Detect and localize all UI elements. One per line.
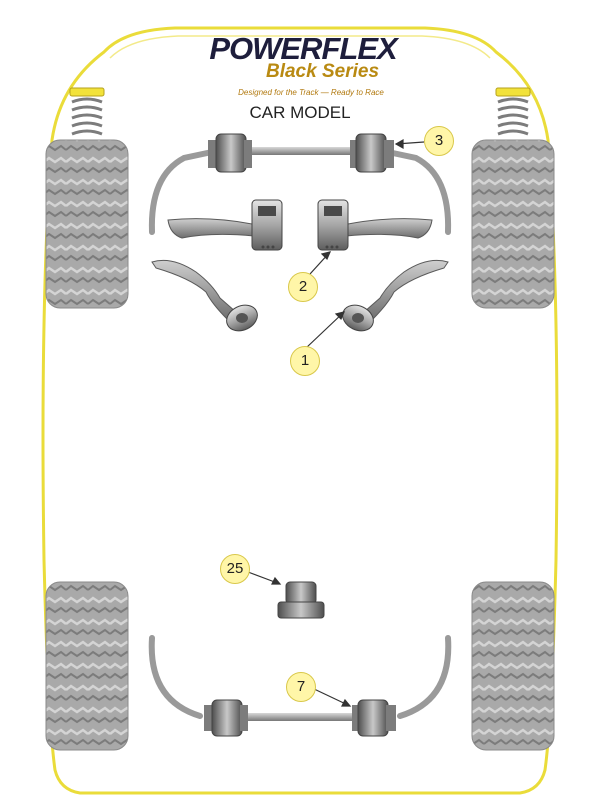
tyre-front-right xyxy=(471,139,555,309)
arrow-1 xyxy=(305,311,345,349)
tyre-rear-left xyxy=(45,581,129,751)
rear-arb-bush-left xyxy=(204,699,248,737)
radius-arm-left xyxy=(151,259,258,332)
front-arb-bush-right xyxy=(350,133,394,173)
spring-right xyxy=(495,87,531,136)
front-anti-roll-bar xyxy=(148,147,452,235)
rear-arb-bush-right xyxy=(352,699,396,737)
callout-25: 25 xyxy=(220,554,250,584)
gearbox-mount-bush xyxy=(277,581,325,619)
callout-1: 1 xyxy=(290,346,320,376)
brand-logo: POWERFLEX xyxy=(209,31,397,66)
rear-anti-roll-bar xyxy=(148,635,452,721)
callout-2: 2 xyxy=(288,272,318,302)
leader-arrows xyxy=(247,138,425,707)
tyre-rear-right xyxy=(471,581,555,751)
car-outline xyxy=(41,26,559,795)
tyre-front-left xyxy=(45,139,129,309)
wishbone-bush-right xyxy=(317,199,349,251)
front-arm-right xyxy=(345,218,433,239)
brand-tagline: Designed for the Track — Ready to Race xyxy=(238,88,384,97)
wishbone-bush-left xyxy=(251,199,283,251)
car-outline-inner xyxy=(109,35,491,59)
front-arm-left xyxy=(167,218,255,239)
callout-3: 3 xyxy=(424,126,454,156)
brand-series: Black Series xyxy=(265,61,380,82)
spring-left xyxy=(69,87,105,136)
callout-7: 7 xyxy=(286,672,316,702)
radius-arm-right xyxy=(342,259,449,332)
page-title: CAR MODEL xyxy=(249,103,351,122)
front-arb-bush-left xyxy=(208,133,252,173)
